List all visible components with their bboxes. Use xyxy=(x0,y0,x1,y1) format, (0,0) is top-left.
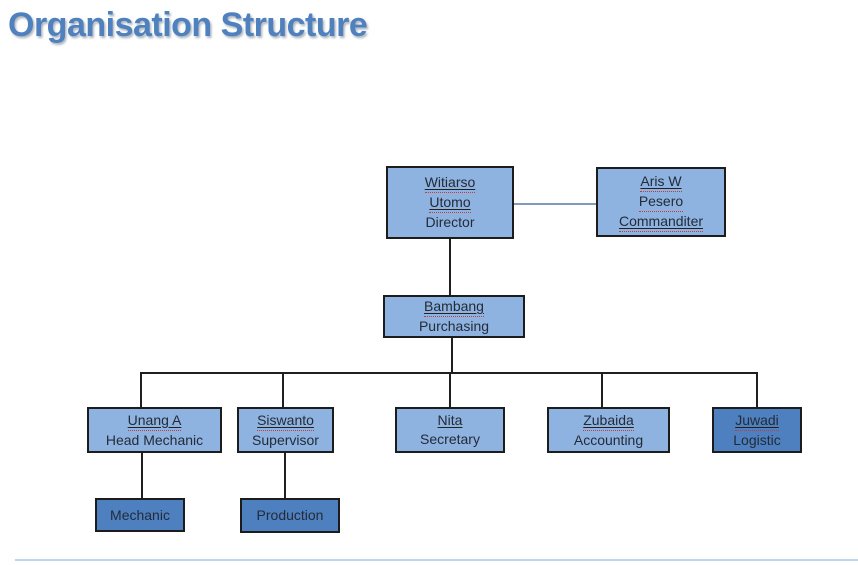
connector-drop-logistic xyxy=(756,372,758,407)
connector-drop-head-mechanic xyxy=(140,372,142,407)
person-name: Aris W xyxy=(640,172,682,192)
person-name: Unang A xyxy=(127,411,182,431)
org-box-accounting: Zubaida Accounting xyxy=(547,407,670,453)
person-role: Logistic xyxy=(733,431,781,448)
connector-headmech-mechanic xyxy=(141,453,143,498)
person-name: Nita xyxy=(437,412,463,428)
person-role: Secretary xyxy=(420,431,480,447)
org-box-commanditer: Aris W Pesero Commanditer xyxy=(596,167,726,237)
org-box-secretary: Nita Secretary xyxy=(395,407,505,453)
org-box-production: Production xyxy=(240,498,340,533)
person-name: Utomo xyxy=(429,193,471,213)
department-label: Mechanic xyxy=(110,506,170,523)
org-box-purchasing: Bambang Purchasing xyxy=(383,295,525,338)
connector-drop-accounting xyxy=(601,372,603,407)
slide-bottom-rule xyxy=(15,559,858,561)
person-name: Juwadi xyxy=(735,411,779,431)
connector-director-commanditer xyxy=(514,203,596,205)
person-name: Bambang xyxy=(424,297,484,317)
connector-drop-secretary xyxy=(449,372,451,407)
person-name: Witiarso xyxy=(424,173,476,193)
org-box-mechanic: Mechanic xyxy=(95,498,185,532)
person-name: Pesero xyxy=(638,192,684,212)
connector-purchasing-rail xyxy=(451,338,453,372)
org-box-director: Witiarso Utomo Director xyxy=(386,166,514,239)
person-role: Head Mechanic xyxy=(105,431,204,448)
person-role: Accounting xyxy=(573,431,644,448)
person-name: Siswanto xyxy=(257,411,314,431)
connector-supervisor-production xyxy=(284,453,286,498)
connector-drop-supervisor xyxy=(282,372,284,407)
person-role: Purchasing xyxy=(418,318,490,334)
org-box-head-mechanic: Unang A Head Mechanic xyxy=(87,407,222,453)
page-title: Organisation Structure xyxy=(8,6,368,44)
person-name: Zubaida xyxy=(583,411,634,431)
org-box-supervisor: Siswanto Supervisor xyxy=(237,407,334,453)
department-label: Production xyxy=(256,507,324,523)
person-role: Supervisor xyxy=(252,431,319,448)
person-role: Director xyxy=(425,214,475,230)
org-box-logistic: Juwadi Logistic xyxy=(712,407,802,453)
connector-director-purchasing xyxy=(449,239,451,295)
person-role: Commanditer xyxy=(618,212,704,232)
